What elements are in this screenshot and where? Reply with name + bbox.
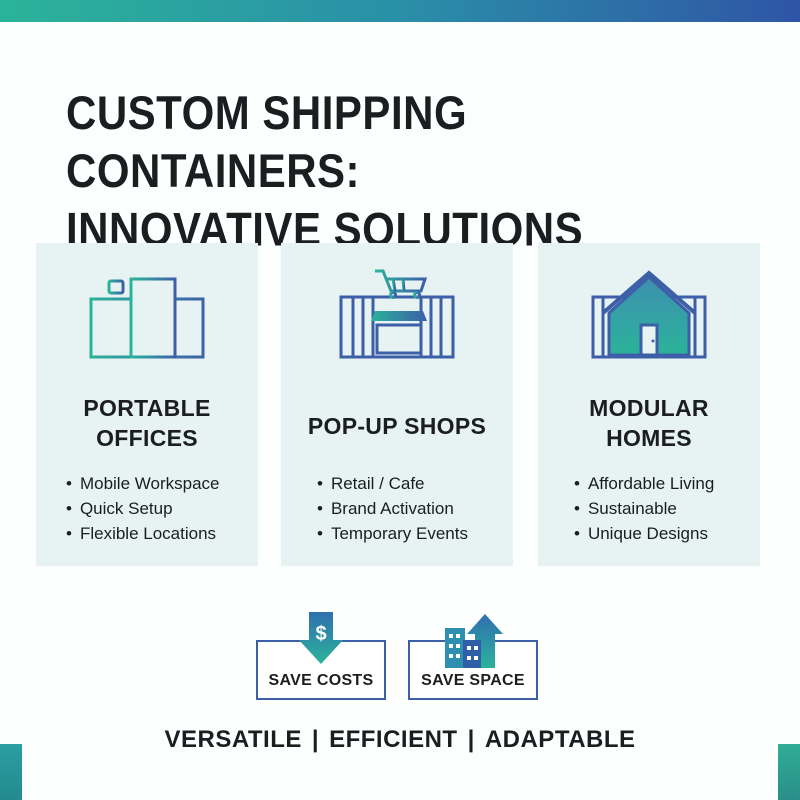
card-portable-offices: PORTABLE OFFICES Mobile Workspace Quick … [36, 243, 258, 566]
buildings-up-arrow-icon [445, 614, 503, 668]
list-item: Quick Setup [66, 496, 219, 521]
dollar-down-arrow-icon: $ [299, 612, 343, 664]
top-gradient-bar [0, 0, 800, 22]
list-item: Flexible Locations [66, 521, 219, 546]
feature-list: Mobile Workspace Quick Setup Flexible Lo… [66, 471, 220, 546]
office-container-icon [89, 277, 205, 359]
tagline-separator: | [311, 726, 320, 753]
list-item: Temporary Events [317, 521, 468, 546]
corner-accent-left [0, 744, 22, 800]
tagline-word: EFFICIENT [329, 726, 458, 753]
benefit-save-space: SAVE SPACE [408, 614, 538, 700]
feature-list: Retail / Cafe Brand Activation Temporary… [317, 471, 468, 546]
tagline-separator: | [467, 726, 475, 753]
home-container-icon [591, 270, 707, 359]
tagline-word: VERSATILE [164, 726, 302, 753]
card-title: POP-UP SHOPS [307, 413, 487, 439]
tagline-word: ADAPTABLE [484, 726, 636, 753]
benefit-save-costs: $ SAVE COSTS [256, 612, 386, 700]
title-line-1: CUSTOM SHIPPING CONTAINERS: [66, 86, 468, 198]
card-title: PORTABLE OFFICES [83, 395, 211, 451]
list-item: Affordable Living [574, 471, 714, 496]
tagline: VERSATILE | EFFICIENT | ADAPTABLE [0, 726, 800, 754]
card-title: MODULAR HOMES [589, 395, 709, 451]
card-pop-up-shops: POP-UP SHOPS Retail / Cafe Brand Activat… [281, 243, 513, 566]
benefit-label: SAVE COSTS [268, 672, 374, 689]
benefit-label: SAVE SPACE [421, 672, 525, 689]
list-item: Unique Designs [574, 521, 714, 546]
svg-text:$: $ [315, 623, 326, 645]
list-item: Retail / Cafe [317, 471, 468, 496]
page-title: CUSTOM SHIPPING CONTAINERS: INNOVATIVE S… [66, 84, 766, 259]
card-modular-homes: MODULAR HOMES Affordable Living Sustaina… [538, 243, 760, 566]
shop-container-icon [339, 269, 455, 359]
feature-list: Affordable Living Sustainable Unique Des… [574, 471, 714, 546]
list-item: Mobile Workspace [66, 471, 220, 496]
corner-accent-right [778, 744, 800, 800]
list-item: Sustainable [574, 496, 714, 521]
list-item: Brand Activation [317, 496, 468, 521]
